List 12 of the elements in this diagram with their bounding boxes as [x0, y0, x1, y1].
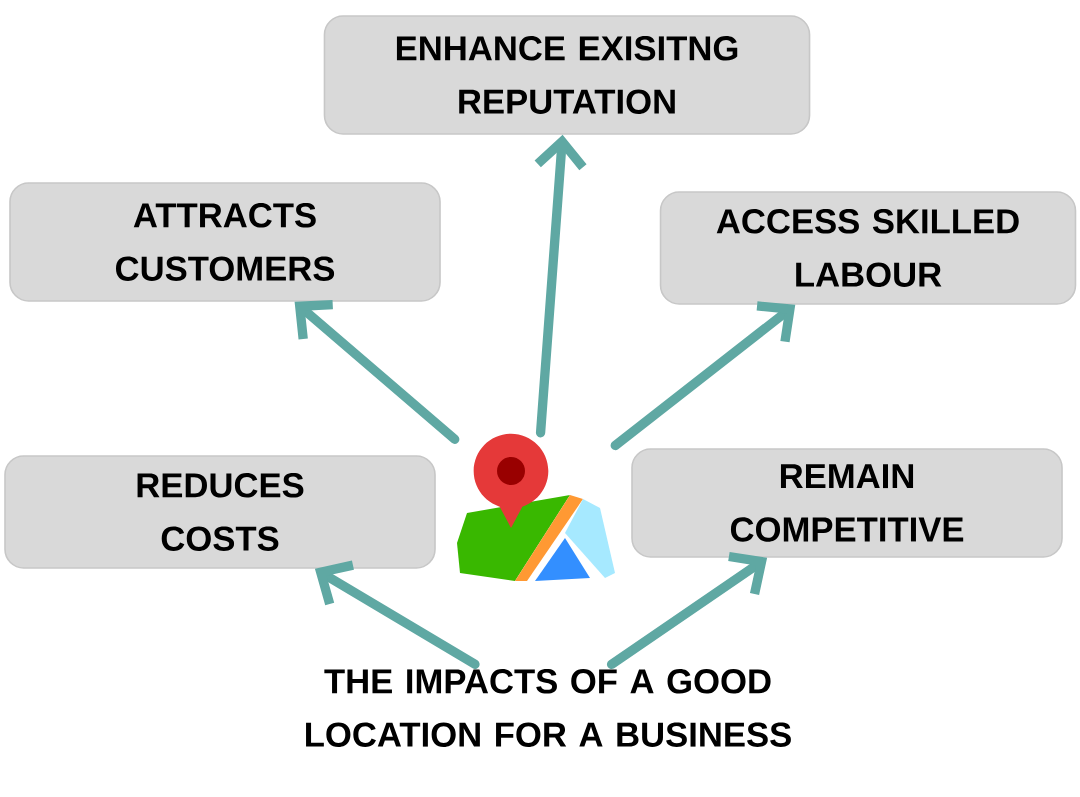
arrow	[610, 301, 796, 451]
text-box: ACCESS SKILLED LABOUR	[659, 191, 1077, 305]
arrow	[314, 560, 480, 670]
arrow	[534, 134, 587, 438]
map-pin-drawing	[457, 433, 615, 581]
heading-text: THE IMPACTS OF A GOOD LOCATION FOR A BUSINESS	[306, 669, 791, 747]
arrow	[294, 300, 460, 444]
text-box: REDUCES COSTS	[4, 455, 436, 569]
text-box: ENHANCE EXISITNG REPUTATION	[323, 15, 811, 135]
text-box: ATTRACTS CUSTOMERS	[9, 182, 441, 302]
arrow	[606, 551, 768, 670]
text-box: REMAIN COMPETITIVE	[631, 448, 1063, 558]
